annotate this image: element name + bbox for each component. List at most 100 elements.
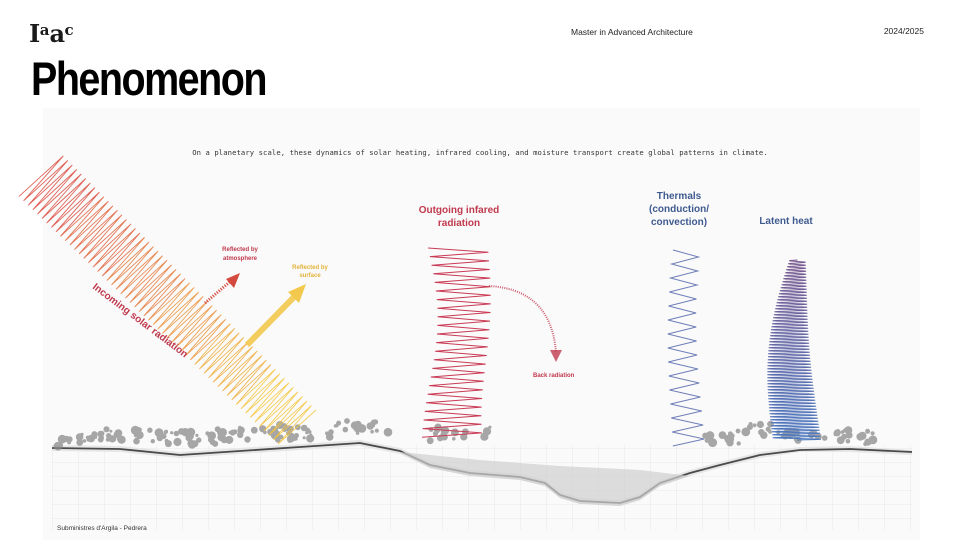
vegetation-tuft: [228, 430, 232, 435]
vegetation-tuft: [356, 424, 363, 431]
vegetation-tuft: [440, 431, 447, 439]
vegetation-tuft: [328, 429, 334, 435]
vegetation-tuft: [160, 433, 167, 440]
vegetation-tuft: [163, 429, 168, 435]
vegetation-tuft: [147, 427, 153, 433]
vegetation-tuft: [845, 431, 853, 439]
label-thermals-2: (conduction/: [649, 204, 709, 215]
vegetation-tuft: [209, 439, 216, 445]
incoming-solar-radiation-band: [18, 155, 317, 445]
vegetation-tuft: [726, 439, 734, 447]
label-reflected-atmosphere-1: Reflected by: [222, 247, 258, 253]
vegetation-tuft: [355, 431, 360, 435]
vegetation-tuft: [136, 427, 142, 433]
vegetation-tuft: [57, 443, 62, 449]
vegetation-tuft: [868, 435, 878, 445]
vegetation-tuft: [372, 419, 379, 425]
solar-band-segment: [18, 155, 100, 237]
academic-year: 2024/2025: [883, 26, 924, 36]
vegetation-tuft: [196, 437, 202, 443]
vegetation-tuft: [273, 431, 280, 438]
vegetation-tuft: [275, 437, 281, 443]
thermals-zigzag: [667, 249, 705, 447]
solar-band-segment: [194, 323, 272, 405]
vegetation-tuft: [821, 435, 828, 441]
vegetation-tuft: [705, 431, 715, 440]
vegetation-tuft: [218, 428, 227, 437]
vegetation: [53, 418, 878, 451]
vegetation-tuft: [718, 431, 727, 439]
credit-text: Subministres d'Argila - Pedrera: [57, 525, 147, 532]
vegetation-tuft: [371, 423, 376, 428]
vegetation-tuft: [278, 434, 284, 440]
vegetation-tuft: [735, 428, 741, 434]
label-thermals-1: Thermals: [657, 191, 702, 202]
vegetation-tuft: [306, 434, 315, 443]
vegetation-tuft: [210, 432, 215, 437]
solar-band-segment: [106, 237, 186, 321]
vegetation-tuft: [760, 431, 768, 439]
vegetation-tuft: [263, 430, 267, 435]
vegetation-tuft: [195, 433, 199, 437]
vegetation-tuft: [725, 437, 730, 441]
page-title: Phenomenon: [31, 52, 267, 105]
vegetation-tuft: [237, 431, 244, 438]
vegetation-tuft: [325, 433, 334, 441]
vegetation-tuft: [756, 420, 765, 429]
vegetation-tuft: [106, 433, 112, 439]
solar-band-segment: [148, 282, 231, 361]
vegetation-tuft: [865, 428, 871, 434]
iaac-logo: Iaac: [29, 19, 74, 48]
label-thermals-3: convection): [651, 217, 707, 228]
vegetation-tuft: [187, 439, 195, 448]
reflected-atmosphere-arrow: [204, 273, 240, 305]
subsurface-hatch: [400, 452, 690, 506]
vegetation-tuft: [325, 431, 329, 436]
vegetation-tuft: [374, 428, 379, 433]
vegetation-tuft: [342, 426, 349, 433]
vegetation-tuft: [103, 426, 110, 433]
diagram-caption: On a planetary scale, these dynamics of …: [192, 148, 768, 157]
vegetation-tuft: [178, 428, 185, 435]
vegetation-tuft: [164, 440, 172, 448]
vegetation-tuft: [767, 422, 771, 426]
vegetation-tuft: [860, 433, 865, 438]
back-radiation-arrow: [488, 285, 562, 362]
vegetation-tuft: [335, 423, 339, 428]
label-latent-heat: Latent heat: [759, 216, 813, 227]
vegetation-tuft: [736, 441, 741, 446]
solar-band-segment: [60, 196, 145, 277]
vegetation-tuft: [370, 429, 374, 434]
vegetation-tuft: [708, 438, 718, 448]
vegetation-tuft: [480, 434, 484, 438]
vegetation-tuft: [109, 429, 113, 433]
vegetation-tuft: [294, 433, 299, 438]
vegetation-tuft: [220, 436, 228, 444]
vegetation-tuft: [840, 430, 845, 434]
vegetation-tuft: [434, 432, 438, 436]
vegetation-tuft: [114, 429, 123, 437]
vegetation-tuft: [460, 433, 468, 441]
vegetation-tuft: [302, 436, 306, 440]
solar-band-segment: [236, 368, 317, 445]
vegetation-tuft: [250, 426, 258, 434]
vegetation-tuft: [752, 423, 757, 428]
vegetation-tuft: [309, 433, 313, 437]
vegetation-tuft: [294, 424, 301, 431]
vegetation-tuft: [244, 436, 251, 443]
vegetation-tuft: [833, 431, 839, 437]
vegetation-tuft: [133, 437, 140, 445]
vegetation-tuft: [205, 431, 210, 436]
vegetation-tuft: [344, 418, 350, 424]
vegetation-tuft: [426, 437, 434, 445]
vegetation-tuft: [92, 432, 97, 438]
label-outgoing-ir-2: radiation: [438, 218, 480, 229]
vegetation-tuft: [117, 435, 126, 444]
vegetation-tuft: [845, 438, 851, 444]
vegetation-tuft: [383, 427, 393, 437]
vegetation-tuft: [170, 431, 174, 435]
vegetation-tuft: [305, 427, 311, 433]
vegetation-tuft: [870, 431, 875, 436]
vegetation-tuft: [841, 433, 848, 440]
